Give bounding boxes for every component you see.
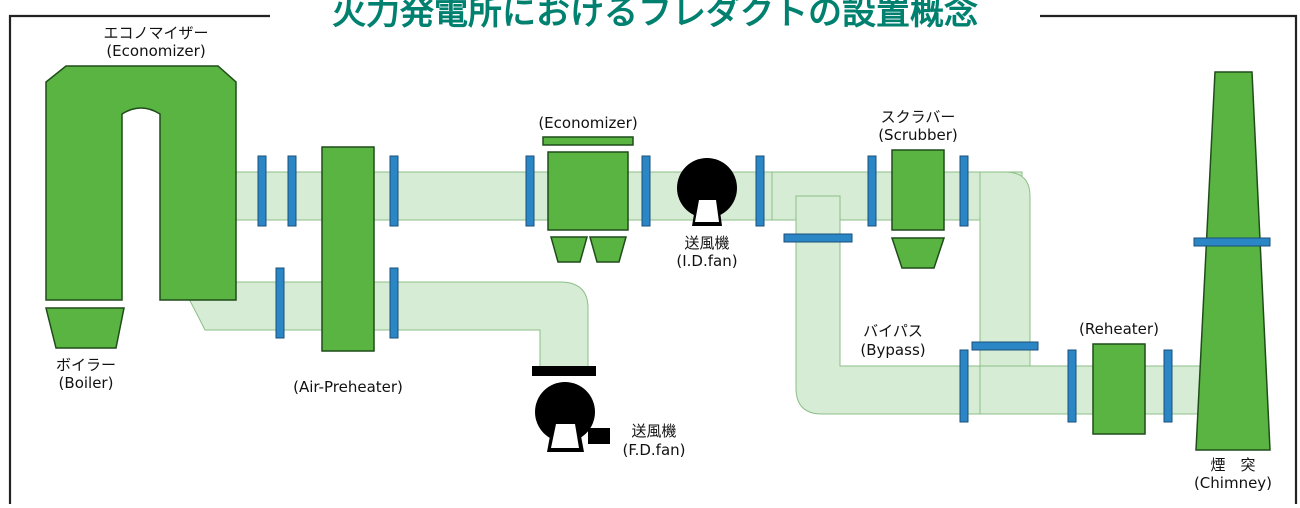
label-fdfan-en: (F.D.fan) bbox=[623, 441, 686, 459]
label-chimney-ja: 煙 突 bbox=[1210, 456, 1255, 474]
flange bbox=[641, 155, 651, 227]
label-boiler-ja: ボイラー bbox=[56, 356, 116, 374]
label-economizer-top-en: (Economizer) bbox=[106, 42, 205, 60]
diagram-title: 火力発電所におけるフレダクトの設置概念 bbox=[332, 0, 978, 33]
flange bbox=[1067, 349, 1077, 423]
economizer-mid-cap bbox=[542, 136, 634, 146]
flange bbox=[389, 267, 399, 339]
scrubber-hopper bbox=[890, 237, 946, 269]
flange bbox=[867, 155, 877, 227]
economizer-mid-hopper-left bbox=[550, 236, 588, 263]
flange bbox=[525, 155, 535, 227]
flange bbox=[959, 349, 969, 423]
label-reheater-en: (Reheater) bbox=[1079, 320, 1159, 338]
label-economizer-top-ja: エコノマイザー bbox=[103, 24, 208, 42]
label-economizer-mid-en: (Economizer) bbox=[538, 114, 637, 132]
label-air-preheater-en: (Air-Preheater) bbox=[293, 378, 403, 396]
flange bbox=[287, 155, 297, 227]
duct-flanges bbox=[257, 155, 1271, 423]
flange bbox=[275, 267, 285, 339]
flange-horizontal bbox=[971, 341, 1039, 351]
flange-horizontal bbox=[1193, 237, 1271, 247]
economizer-mid-body bbox=[547, 151, 629, 231]
chimney-body bbox=[1195, 71, 1271, 451]
economizer-mid-hopper-right bbox=[589, 236, 627, 263]
fd-fan-icon bbox=[532, 366, 610, 452]
label-scrubber-ja: スクラバー bbox=[881, 108, 956, 126]
flue-duct-scrubber-down bbox=[979, 171, 1031, 367]
flange bbox=[1163, 349, 1173, 423]
label-idfan-ja: 送風機 bbox=[684, 234, 729, 252]
flange bbox=[755, 155, 765, 227]
id-fan-icon bbox=[677, 158, 737, 226]
boiler-body bbox=[45, 65, 237, 301]
frame-border bbox=[8, 14, 1298, 504]
label-scrubber-en: (Scrubber) bbox=[878, 126, 958, 144]
flange-horizontal bbox=[783, 233, 853, 243]
label-bypass-en: (Bypass) bbox=[860, 341, 925, 359]
air-preheater bbox=[321, 146, 375, 352]
label-bypass-ja: バイパス bbox=[863, 322, 923, 340]
scrubber-body bbox=[891, 149, 945, 231]
label-chimney-en: (Chimney) bbox=[1194, 474, 1272, 492]
label-idfan-en: (I.D.fan) bbox=[676, 252, 737, 270]
flange bbox=[257, 155, 267, 227]
label-fdfan-ja: 送風機 bbox=[631, 422, 676, 440]
reheater-body bbox=[1092, 343, 1146, 435]
label-boiler-en: (Boiler) bbox=[59, 374, 114, 392]
boiler-hopper bbox=[45, 307, 125, 349]
air-duct bbox=[179, 281, 589, 371]
flange bbox=[959, 155, 969, 227]
flange bbox=[389, 155, 399, 227]
